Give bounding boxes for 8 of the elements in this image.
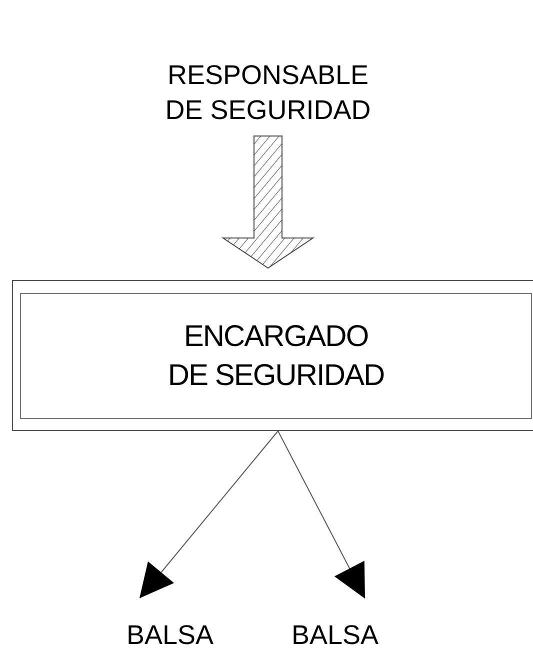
box-label: ENCARGADO DE SEGURIDAD (166, 319, 386, 394)
role-label: BALSA (285, 618, 385, 654)
hatched-block-arrow (221, 136, 315, 269)
double-border-box (12, 280, 533, 431)
role-label: BALSA (120, 618, 220, 654)
arrow (139, 430, 278, 598)
role-label: RESPONSABLE DE SEGURIDAD (150, 58, 386, 128)
arrow (278, 430, 366, 599)
